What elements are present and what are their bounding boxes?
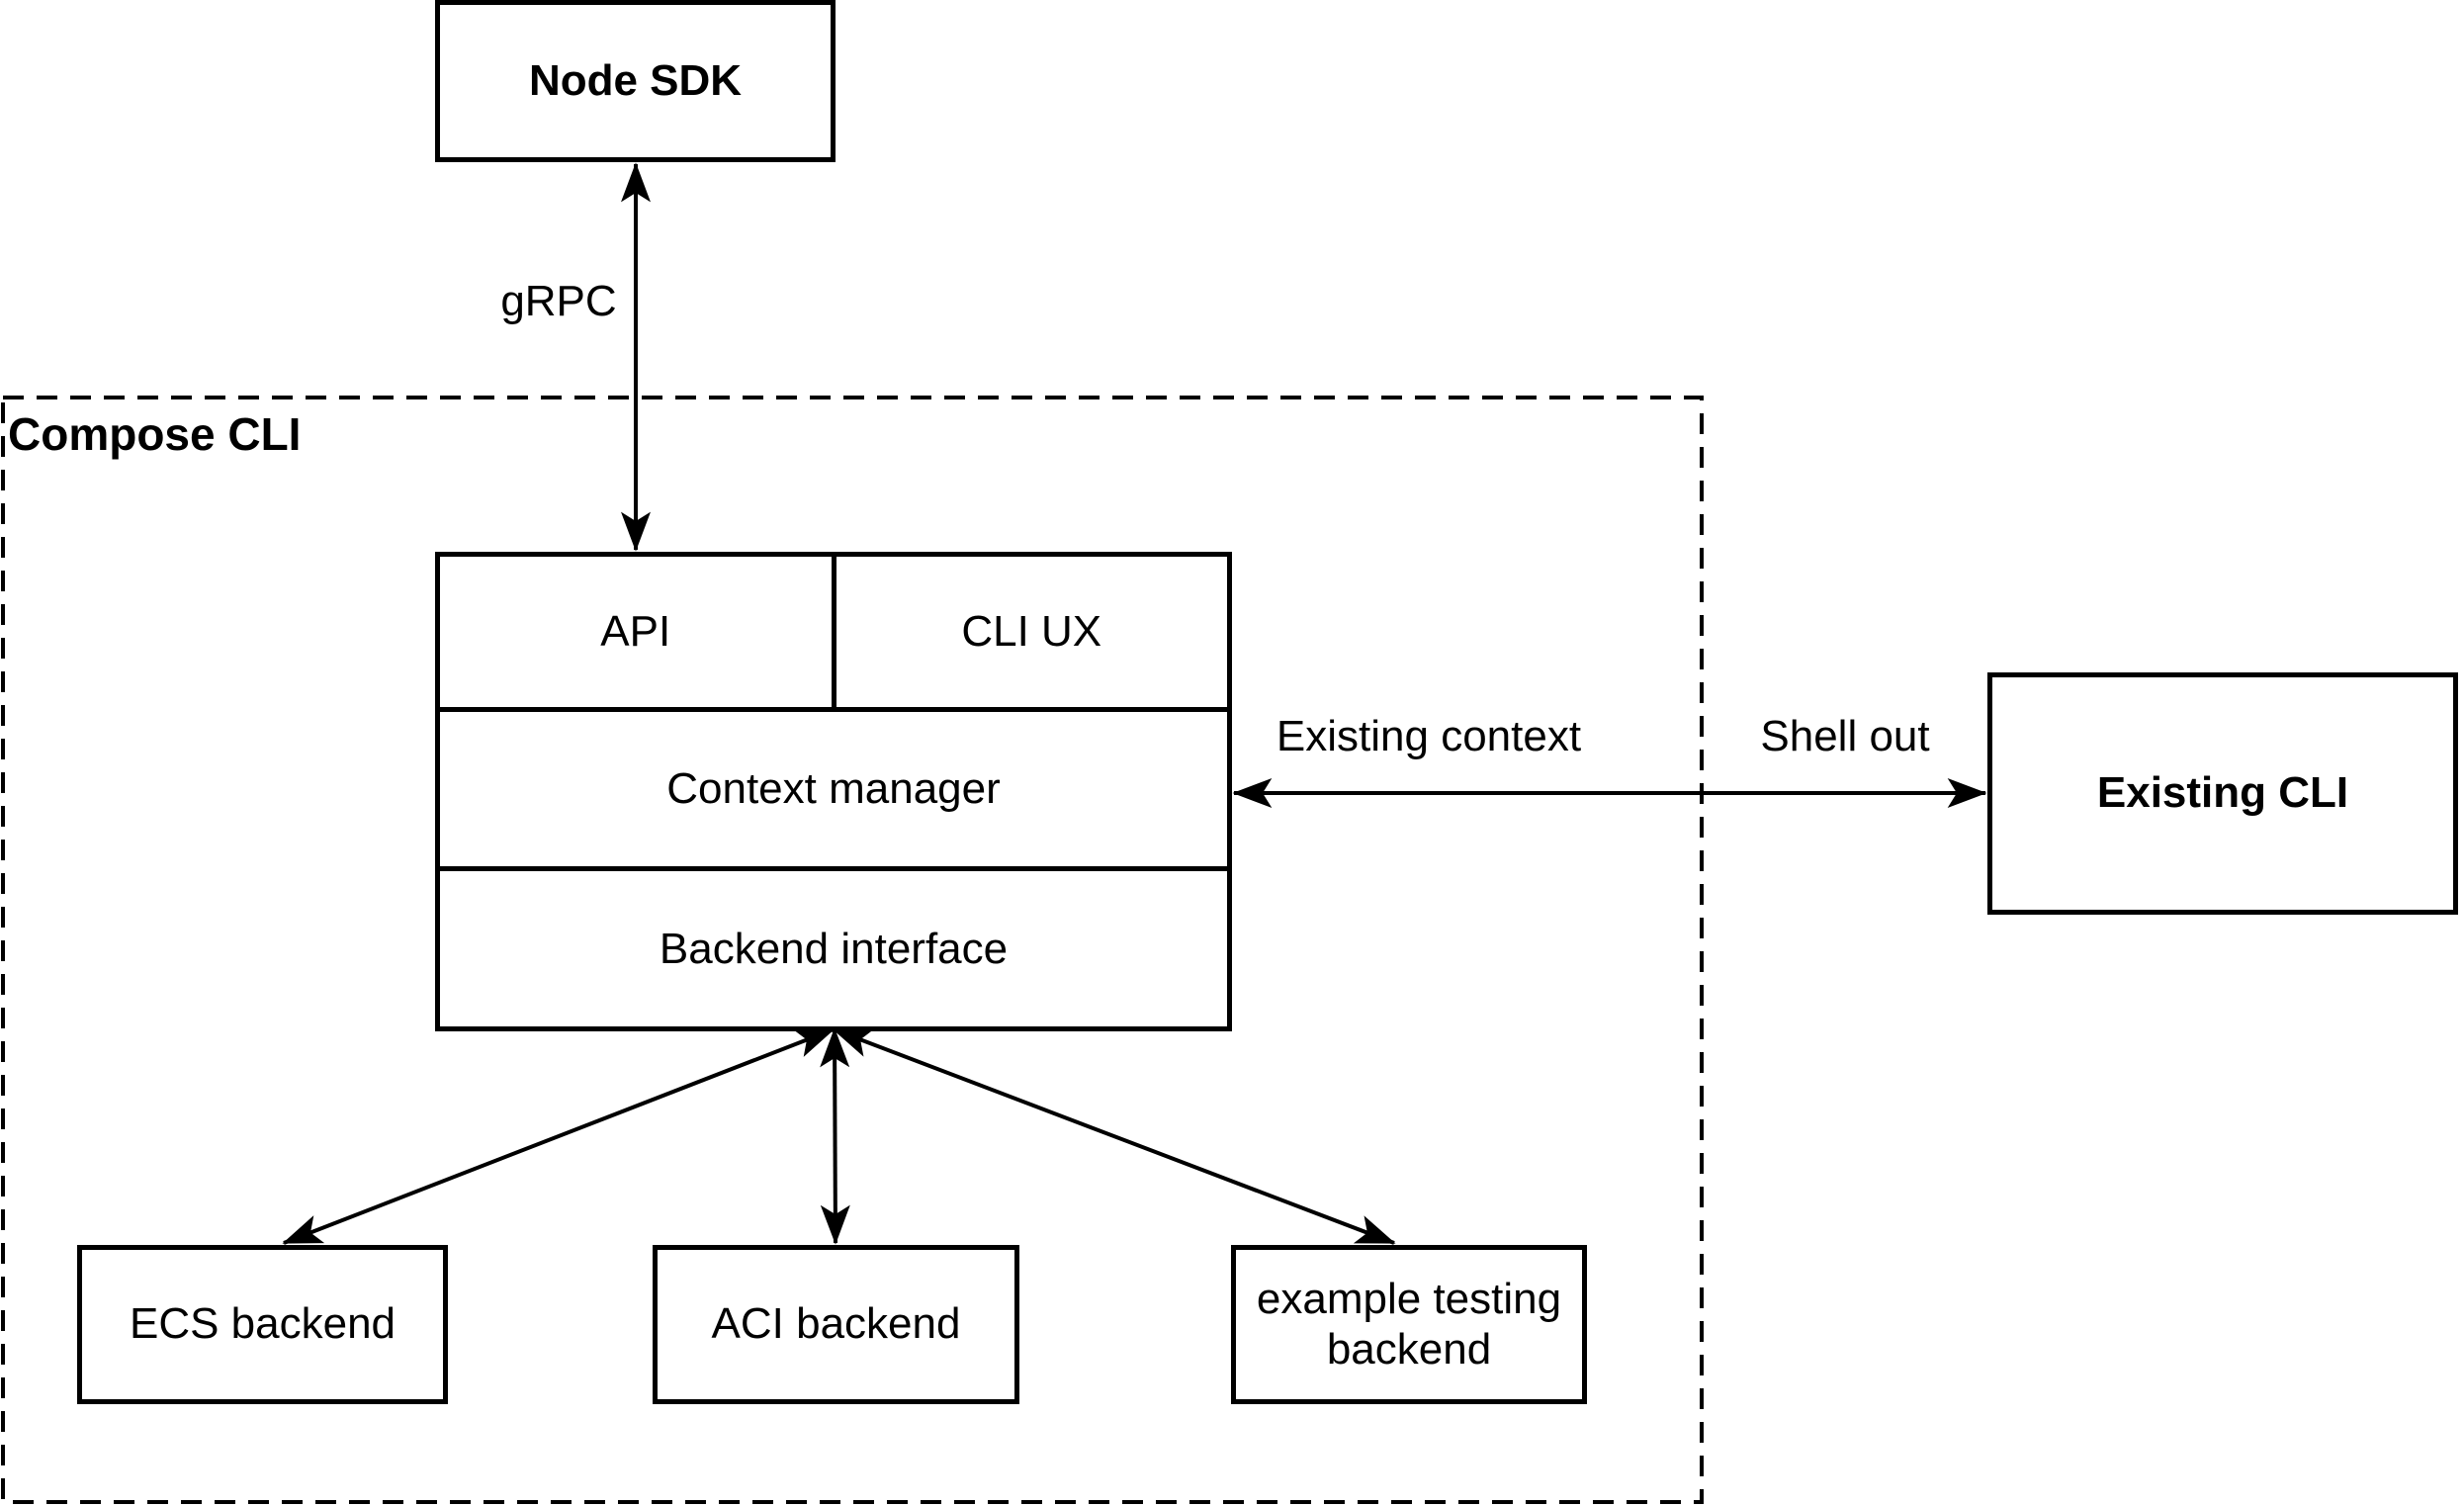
aci-backend-arrow: [820, 1027, 850, 1245]
aci-backend-box: ACI backend: [653, 1245, 1019, 1404]
context-manager-label: Context manager: [666, 764, 1001, 813]
example-testing-backend-label: example testing backend: [1256, 1274, 1562, 1374]
ecs-backend-arrow: [282, 1027, 836, 1245]
example-testing-backend-box: example testing backend: [1231, 1245, 1587, 1404]
existing-cli-box: Existing CLI: [1987, 672, 2458, 915]
backend-interface-box: Backend interface: [440, 871, 1227, 1026]
api-label: API: [600, 607, 671, 656]
ecs-backend-box: ECS backend: [77, 1245, 448, 1404]
cli-ux-box: CLI UX: [836, 557, 1228, 707]
aci-backend-label: ACI backend: [711, 1299, 961, 1349]
compose-cli-core-box: API CLI UX Context manager Backend inter…: [435, 552, 1232, 1031]
grpc-edge-label: gRPC: [500, 277, 617, 325]
shell-out-edge-label: Shell out: [1760, 712, 1930, 760]
backend-interface-label: Backend interface: [659, 924, 1009, 973]
cli-ux-label: CLI UX: [961, 607, 1102, 656]
compose-cli-container-title: Compose CLI: [8, 408, 302, 460]
context-manager-box: Context manager: [440, 712, 1227, 871]
api-box: API: [440, 557, 836, 707]
ecs-backend-label: ECS backend: [129, 1299, 396, 1349]
node-sdk-box: Node SDK: [435, 0, 836, 162]
existing-cli-label: Existing CLI: [2096, 768, 2349, 818]
api-cliux-row: API CLI UX: [440, 557, 1227, 712]
existing-context-edge-label: Existing context: [1276, 712, 1582, 760]
compose-cli-container-boundary: [1, 396, 1704, 1504]
example-backend-arrow: [832, 1027, 1396, 1245]
node-sdk-label: Node SDK: [528, 55, 743, 105]
